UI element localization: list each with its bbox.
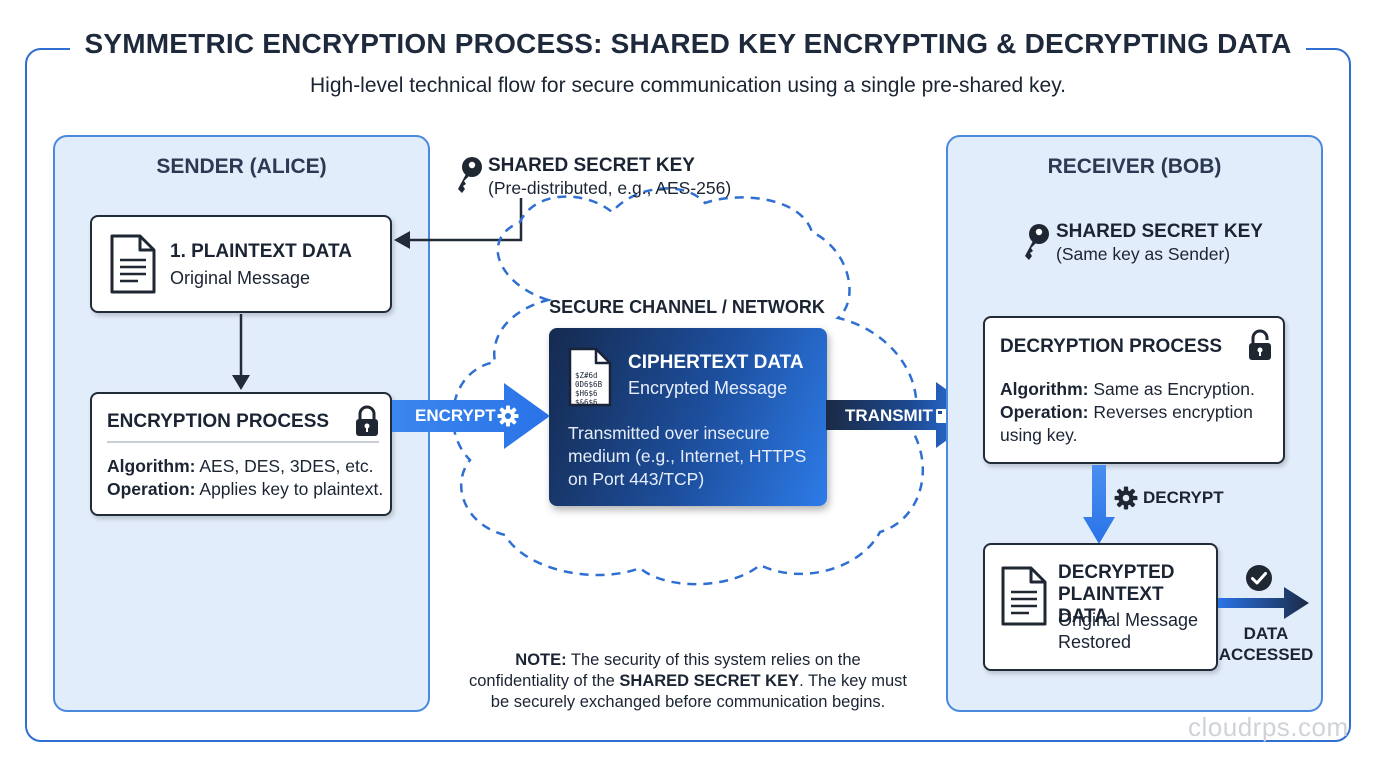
- receiver-title: RECEIVER (BOB): [1047, 155, 1222, 178]
- decrypted-title-line-1: DECRYPTED: [1058, 562, 1175, 583]
- note-line-1: NOTE: The security of this system relies…: [515, 651, 861, 669]
- encryption-operation: Operation: Applies key to plaintext.: [107, 479, 384, 499]
- receiver-key-icon: [1025, 224, 1049, 260]
- data-accessed-line-1: DATA: [1243, 624, 1289, 643]
- channel-title: SECURE CHANNEL / NETWORK: [549, 297, 825, 317]
- cipher-doc-glyph-1: $Z#6d: [575, 371, 598, 380]
- decryption-operation-cont: using key.: [1000, 425, 1078, 445]
- security-note: NOTE: The security of this system relies…: [440, 650, 936, 713]
- ciphertext-card: $Z#6d 0D6$6B $H6$6 $&6$6 CIPHERTEXT DATA…: [549, 328, 827, 506]
- cipher-doc-glyph-4: $&6$6: [575, 398, 598, 407]
- decrypted-title-line-2: PLAINTEXT DATA: [1058, 584, 1164, 627]
- cipher-doc-glyph-3: $H6$6: [575, 389, 598, 398]
- transmit-label: TRANSMIT: [845, 406, 933, 425]
- decrypted-document-icon: [1001, 566, 1047, 626]
- cipher-doc-glyph-2: 0D6$6B: [575, 380, 603, 389]
- encrypt-arrow: [392, 383, 550, 449]
- key-icon: [458, 157, 482, 193]
- check-circle-icon: [1246, 565, 1272, 591]
- note-line-2: confidentiality of the SHARED SECRET KEY…: [468, 672, 908, 690]
- plaintext-subtitle: Original Message: [170, 268, 311, 288]
- cipher-body-line-2: medium (e.g., Internet, HTTPS: [568, 446, 807, 466]
- decrypt-arrow: [1083, 465, 1115, 544]
- page-title-text: SYMMETRIC ENCRYPTION PROCESS: SHARED KEY…: [70, 28, 1306, 60]
- decrypt-gear-icon: [1114, 486, 1138, 510]
- decryption-operation: Operation: Reverses encryption: [1000, 402, 1253, 422]
- encrypt-label: ENCRYPT: [415, 406, 496, 425]
- watermark: cloudrps.com: [1188, 712, 1349, 742]
- gear-icon: [497, 405, 519, 427]
- sender-title: SENDER (ALICE): [156, 155, 327, 178]
- page-title: SYMMETRIC ENCRYPTION PROCESS: SHARED KEY…: [0, 28, 1376, 60]
- document-icon: [110, 234, 156, 294]
- cipher-title: CIPHERTEXT DATA: [628, 352, 804, 373]
- unlock-icon: [1249, 329, 1271, 360]
- shared-key-title: SHARED SECRET KEY: [488, 155, 695, 176]
- shared-key-subtitle: (Pre-distributed, e.g., AES-256): [488, 178, 732, 198]
- decrypted-card: DECRYPTED PLAINTEXT DATA Original Messag…: [983, 543, 1218, 671]
- decryption-card: DECRYPTION PROCESS Algorithm: Same as En…: [983, 316, 1285, 464]
- transmit-arrow: [826, 382, 982, 448]
- receiver-key-title: SHARED SECRET KEY: [1056, 221, 1263, 242]
- cipher-body-line-1: Transmitted over insecure: [568, 423, 770, 443]
- decrypted-subtitle-line-1: Original Message: [1058, 610, 1199, 630]
- encryption-divider: [107, 441, 379, 443]
- cipher-subtitle: Encrypted Message: [628, 378, 788, 398]
- decryption-title: DECRYPTION PROCESS: [1000, 336, 1223, 357]
- encryption-card: ENCRYPTION PROCESS Algorithm: AES, DES, …: [90, 392, 392, 516]
- decryption-algorithm: Algorithm: Same as Encryption.: [1000, 379, 1255, 399]
- encryption-title: ENCRYPTION PROCESS: [107, 411, 330, 432]
- encrypted-document-icon: [568, 347, 612, 407]
- encryption-algorithm: Algorithm: AES, DES, 3DES, etc.: [107, 456, 374, 476]
- plaintext-card: 1. PLAINTEXT DATA Original Message: [90, 215, 392, 313]
- lock-icon: [356, 405, 378, 436]
- data-accessed-arrow: [1218, 587, 1309, 619]
- data-accessed-line-2: ACCESSED: [1218, 645, 1314, 664]
- cipher-body-line-3: on Port 443/TCP): [568, 469, 705, 489]
- page-subtitle: High-level technical flow for secure com…: [310, 74, 1066, 97]
- plaintext-title: 1. PLAINTEXT DATA: [170, 241, 352, 262]
- decrypted-subtitle-line-2: Restored: [1058, 632, 1132, 652]
- decrypt-label: DECRYPT: [1143, 488, 1224, 507]
- note-line-3: be securely exchanged before communicati…: [490, 693, 886, 711]
- receiver-key-subtitle: (Same key as Sender): [1056, 244, 1231, 264]
